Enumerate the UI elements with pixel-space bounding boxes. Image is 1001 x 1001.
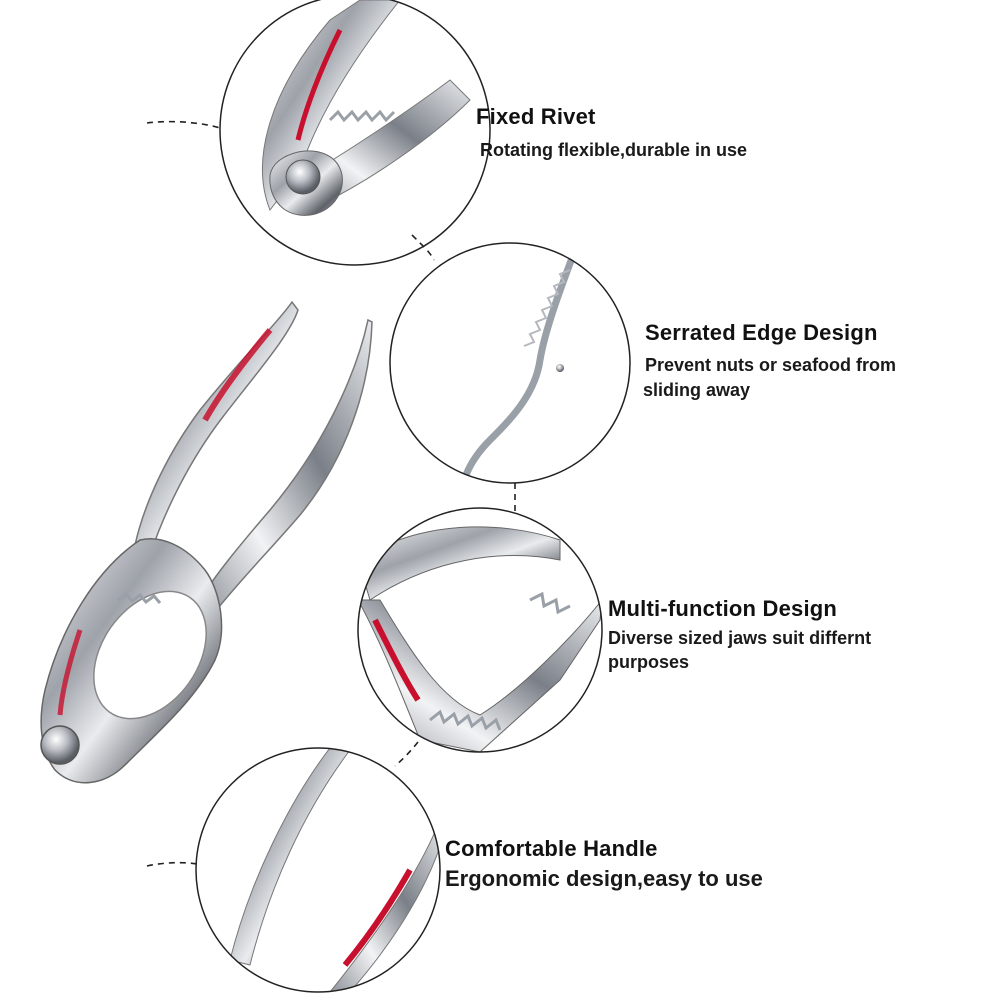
feature-desc-serrated-edge-line1: Prevent nuts or seafood from [645,355,897,375]
nutcracker-tool-image [40,300,373,784]
feature-desc-multi-function-line1: Diverse sized jaws suit differnt [608,628,872,648]
feature-desc-multi-function-line2: purposes [608,652,690,672]
feature-title-fixed-rivet: Fixed Rivet [476,104,596,129]
feature-title-serrated-edge: Serrated Edge Design [645,320,878,345]
feature-title-comfortable-handle: Comfortable Handle [445,836,658,861]
feature-title-multi-function: Multi-function Design [608,596,838,621]
feature-desc-serrated-edge-line2: sliding away [643,380,751,400]
jaws-closeup-circle [357,507,603,753]
handle-closeup-circle [195,747,441,993]
feature-desc-comfortable-handle: Ergonomic design,easy to use [445,866,763,891]
feature-desc-fixed-rivet: Rotating flexible,durable in use [480,140,748,160]
connector-lines [146,120,516,867]
serrated-edge-closeup-circle [389,242,631,484]
rivet-closeup-circle [219,0,491,266]
